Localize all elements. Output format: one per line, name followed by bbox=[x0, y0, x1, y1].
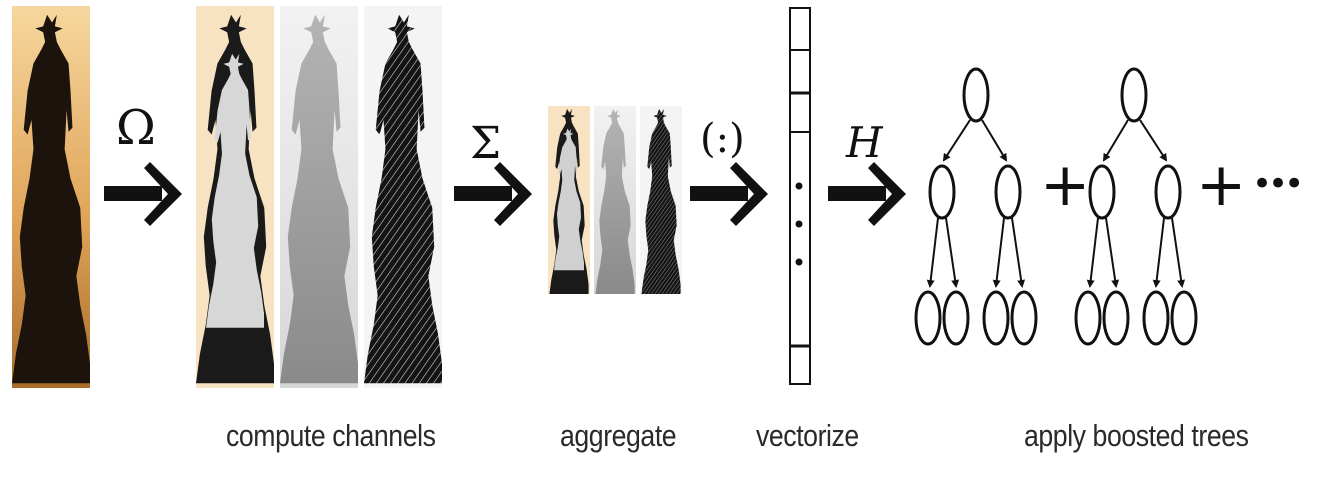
caption-aggregate: aggregate bbox=[560, 418, 676, 454]
arrow-vectorize bbox=[690, 162, 768, 226]
boosted-tree-1 bbox=[916, 69, 1036, 344]
boosted-tree-2 bbox=[1076, 69, 1196, 344]
sigma-label: Σ bbox=[470, 118, 501, 169]
arrow-sigma bbox=[454, 162, 532, 226]
caption-compute-channels: compute channels bbox=[226, 418, 436, 454]
plus-sign-1: + bbox=[1040, 150, 1090, 220]
channel-gray bbox=[280, 6, 358, 388]
arrow-h bbox=[828, 162, 906, 226]
caption-vectorize: vectorize bbox=[756, 418, 859, 454]
h-label: H bbox=[846, 118, 883, 167]
input-image bbox=[12, 6, 90, 388]
aggregated-channels bbox=[548, 106, 682, 294]
caption-apply-boosted-trees: apply boosted trees bbox=[1024, 418, 1249, 454]
channel-color bbox=[196, 6, 274, 388]
arrow-omega bbox=[104, 162, 182, 226]
omega-label: Ω bbox=[116, 100, 156, 156]
vectorize-operator-label: (:) bbox=[700, 116, 745, 162]
ellipsis: ••• bbox=[1252, 164, 1300, 204]
plus-sign-2: + bbox=[1196, 150, 1246, 220]
feature-vector bbox=[790, 8, 810, 384]
channel-gradient bbox=[364, 6, 442, 388]
